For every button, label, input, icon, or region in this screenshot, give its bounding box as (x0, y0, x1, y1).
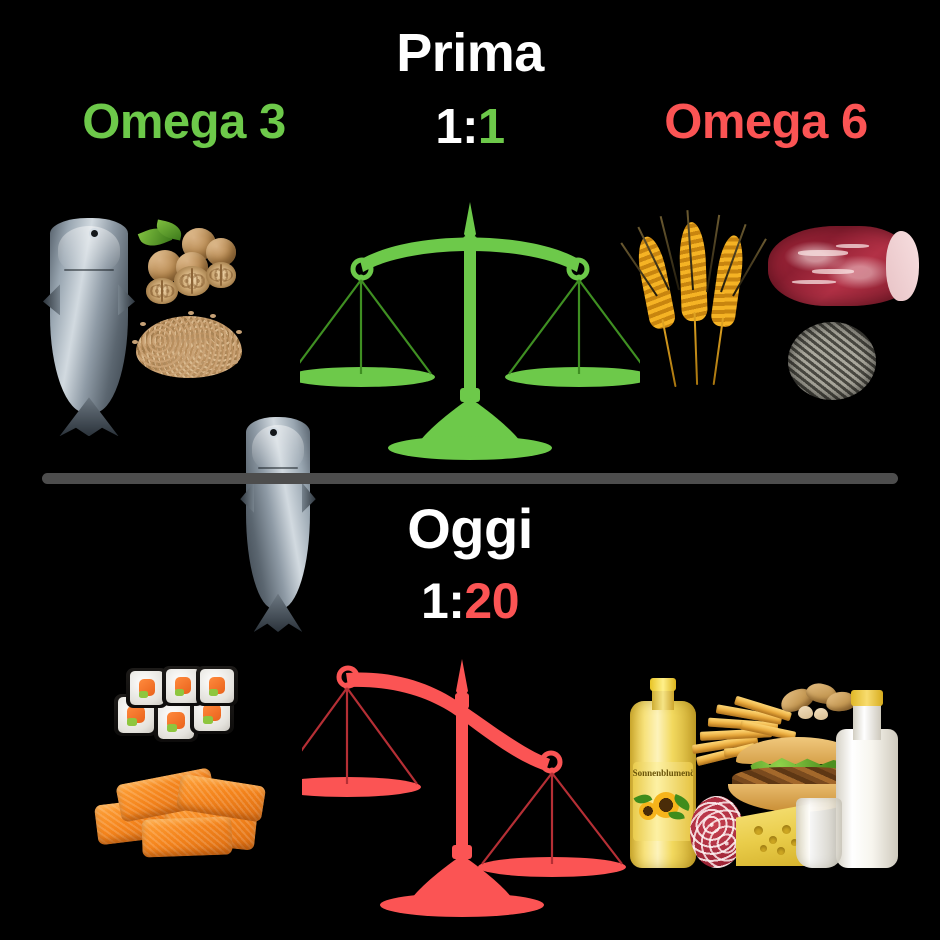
maki-roll (196, 666, 238, 706)
peanuts-image (777, 680, 858, 724)
bottle-cap (649, 678, 677, 692)
maki-roll (126, 668, 168, 708)
balanced-scale-icon (300, 202, 640, 460)
walnut-whole (206, 238, 236, 266)
top-ratio-right: 1 (477, 100, 505, 154)
steak-fat-rim (886, 230, 919, 302)
top-ratio-left: 1: (435, 100, 478, 154)
fish-lateral-line (64, 268, 114, 271)
wheat-stalks-image (620, 210, 767, 410)
omega6-label: Omega 6 (664, 95, 868, 149)
bottom-title: Oggi (407, 497, 533, 560)
modern-omega6-food-group: Sonnenblumenöl (614, 668, 934, 898)
walnuts-image (137, 219, 238, 304)
oil-bottle-label: Sonnenblumenöl (632, 761, 694, 842)
section-divider (42, 473, 898, 484)
milk-bottle-image (836, 690, 898, 868)
modern-omega3-food-group (92, 662, 322, 882)
bottom-ratio: 1:20 (0, 576, 940, 626)
sushi-maki-image (114, 666, 238, 750)
fish-lateral-line (257, 466, 299, 469)
omega6-food-group (620, 210, 920, 440)
salami-image (690, 796, 744, 868)
hemp-seeds-image (132, 311, 242, 378)
fish-eye-icon (90, 229, 98, 237)
oil-label-text: Sonnenblumenöl (632, 767, 694, 778)
salmon-fish-image (42, 218, 136, 413)
sunflower-oil-bottle-image: Sonnenblumenöl (630, 678, 696, 868)
sunflower-seeds-image (788, 322, 876, 400)
fish-fin-left (42, 284, 61, 316)
walnut-half (206, 262, 236, 288)
top-ratio: 1:1 (0, 103, 940, 152)
fish-eye-icon (269, 428, 277, 436)
raw-steak-image (768, 226, 919, 306)
bottom-ratio-right: 20 (464, 573, 520, 629)
omega3-food-group (38, 208, 308, 609)
top-title: Prima (396, 23, 544, 83)
fish-sticks-image (92, 760, 302, 864)
walnut-half (146, 278, 178, 304)
omega3-label: Omega 3 (82, 95, 286, 149)
tilted-scale-icon (302, 659, 626, 917)
milk-bottle-cap (850, 690, 884, 707)
milk-glass-image (796, 798, 842, 868)
bottom-ratio-left: 1: (420, 573, 465, 629)
fish-fin-right (117, 284, 136, 316)
walnut-half (174, 266, 210, 296)
